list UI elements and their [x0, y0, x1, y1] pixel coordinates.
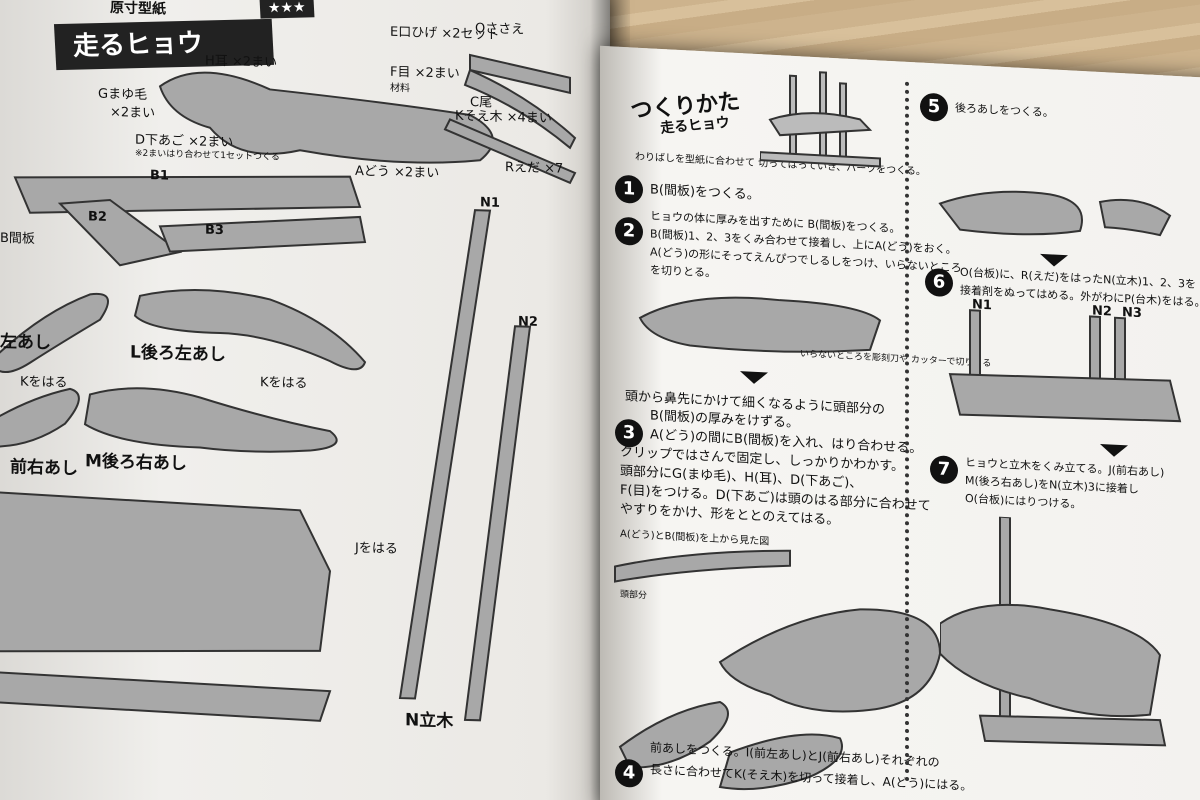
step-5-marker: 5	[920, 92, 948, 122]
finished-model-illustration	[760, 71, 881, 168]
label-post: N立木	[405, 710, 454, 732]
step-2-marker: 2	[615, 216, 643, 247]
step-7-marker: 7	[930, 455, 958, 485]
base-strip-shape	[0, 670, 332, 722]
flow-arrow-3	[1100, 443, 1128, 458]
front-left-leg-shape	[0, 292, 109, 374]
tail-part-shape	[463, 68, 577, 150]
label-rear-left-leg: L後ろ左あし	[130, 342, 226, 366]
partition-b1-shape	[13, 175, 362, 214]
base-board-shape	[0, 490, 332, 653]
label-rear-right-leg: M後ろ右あし	[85, 451, 187, 475]
label-k-apply-front: Kをはる	[20, 374, 68, 391]
step-5-text: 後ろあしをつくる。	[955, 101, 1054, 120]
label-eyebrow-count: ×2まい	[110, 104, 156, 122]
label-b2: B2	[88, 209, 107, 225]
step-6-n3: N3	[1122, 305, 1142, 322]
step-4-marker: 4	[615, 758, 643, 789]
label-branch: Rえだ ×7	[505, 160, 564, 177]
label-front-left-leg: 左あし	[0, 331, 51, 354]
label-j-apply: Jをはる	[355, 540, 398, 558]
step-7-illustration	[940, 515, 1167, 747]
label-stand: Oささえ	[475, 21, 525, 38]
front-right-leg-shape	[0, 387, 80, 448]
label-material: 材料	[390, 82, 410, 95]
left-page-pattern-sheet: 原寸型紙 ★★★ 走るヒョウ H耳 ×2まい	[0, 0, 610, 800]
partition-b3-shape	[158, 215, 367, 253]
head-part-label: 頭部分	[620, 589, 648, 602]
stand-part-shape	[469, 53, 571, 95]
pattern-drawings	[0, 53, 577, 722]
label-body: Aどう ×2まい	[355, 163, 440, 182]
rear-left-leg-shape	[133, 288, 367, 371]
body-part-shape	[158, 71, 494, 164]
label-partition: B間板	[0, 230, 35, 247]
right-page-instructions: つくりかた 走るヒョウ わりばしを型紙に合わせて 切ってはっていき、パーツをつく…	[600, 45, 1200, 800]
label-eyebrow: Gまゆ毛	[98, 86, 148, 104]
step-1-marker: 1	[615, 174, 643, 205]
label-k-apply-rear: Kをはる	[260, 375, 308, 392]
label-ear: H耳 ×2まい	[205, 53, 278, 71]
step-5-illustration	[938, 190, 1172, 237]
label-front-right-leg: 前右あし	[10, 457, 78, 480]
step-3-illustration	[614, 549, 942, 791]
label-b1: B1	[150, 168, 169, 184]
label-b3: B3	[205, 222, 224, 239]
step-6-marker: 6	[925, 267, 953, 298]
step-1-text: B(間板)をつくる。	[650, 182, 760, 204]
label-n2: N2	[518, 314, 538, 330]
label-splint: Kそえ木 ×4まい	[455, 108, 552, 127]
step-6-n1: N1	[972, 297, 992, 314]
post-n2-shape	[463, 325, 532, 722]
step-2-illustration	[638, 296, 882, 353]
column-divider	[905, 81, 909, 782]
step-6-n2: N2	[1092, 303, 1112, 320]
label-n1: N1	[480, 195, 500, 211]
rear-right-leg-shape	[83, 387, 338, 453]
flow-arrow-1	[740, 371, 768, 385]
splint-part-shape	[443, 118, 577, 185]
step-6-illustration	[948, 309, 1182, 423]
flow-arrow-2	[1040, 253, 1068, 268]
post-n1-shape	[398, 209, 492, 700]
